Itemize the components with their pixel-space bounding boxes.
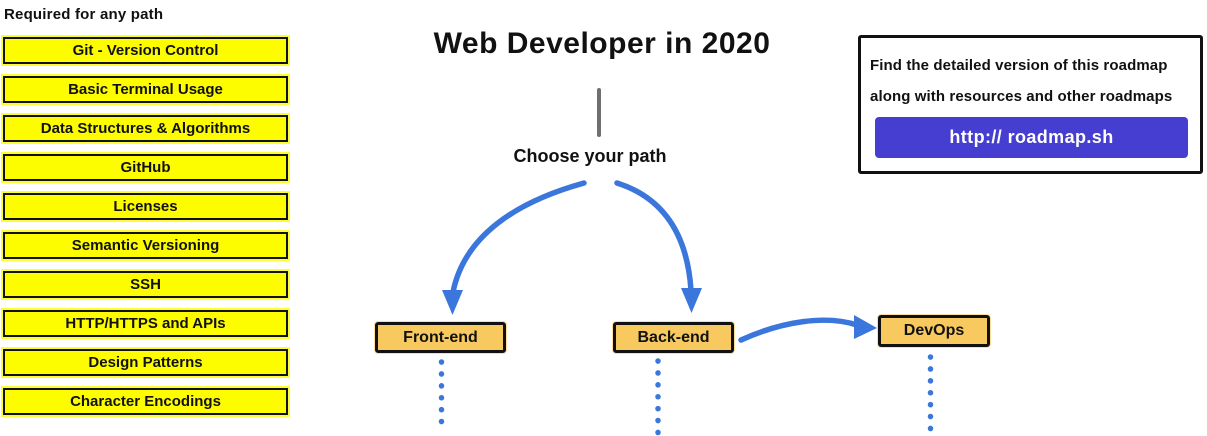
required-item-semver[interactable]: Semantic Versioning bbox=[1, 230, 290, 261]
arrowhead-backend bbox=[681, 288, 702, 313]
required-item-encodings[interactable]: Character Encodings bbox=[1, 386, 290, 417]
arrowhead-devops bbox=[854, 315, 877, 339]
required-item-ssh[interactable]: SSH bbox=[1, 269, 290, 300]
required-list-title: Required for any path bbox=[4, 6, 164, 23]
node-backend[interactable]: Back-end bbox=[612, 321, 735, 354]
arrow-to-frontend bbox=[450, 180, 587, 295]
choose-path-label: Choose your path bbox=[513, 146, 667, 166]
node-devops[interactable]: DevOps bbox=[877, 314, 991, 348]
required-item-http[interactable]: HTTP/HTTPS and APIs bbox=[1, 308, 290, 339]
arrowhead-frontend bbox=[442, 290, 463, 315]
required-list: Git - Version Control Basic Terminal Usa… bbox=[1, 35, 290, 417]
title-divider-line bbox=[597, 88, 601, 137]
required-item-terminal[interactable]: Basic Terminal Usage bbox=[1, 74, 290, 105]
required-item-github[interactable]: GitHub bbox=[1, 152, 290, 183]
arrow-to-devops bbox=[738, 317, 860, 343]
info-box: Find the detailed version of this roadma… bbox=[858, 35, 1203, 174]
required-item-licenses[interactable]: Licenses bbox=[1, 191, 290, 222]
node-frontend[interactable]: Front-end bbox=[374, 321, 507, 354]
info-text-line2: along with resources and other roadmaps bbox=[870, 88, 1173, 105]
required-item-dsa[interactable]: Data Structures & Algorithms bbox=[1, 113, 290, 144]
roadmap-url-button[interactable]: http:// roadmap.sh bbox=[875, 117, 1188, 158]
required-item-git[interactable]: Git - Version Control bbox=[1, 35, 290, 66]
required-item-design-patterns[interactable]: Design Patterns bbox=[1, 347, 290, 378]
info-text-line1: Find the detailed version of this roadma… bbox=[870, 57, 1168, 74]
page-title: Web Developer in 2020 bbox=[433, 27, 771, 60]
arrow-to-backend bbox=[614, 180, 694, 293]
